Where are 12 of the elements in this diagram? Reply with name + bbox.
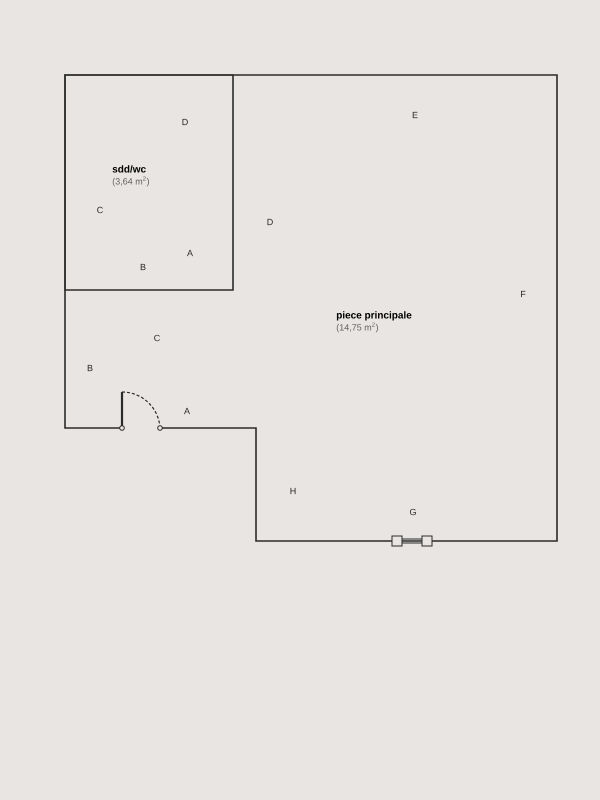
wall-letter: C xyxy=(154,334,160,342)
wall-letter: A xyxy=(187,250,193,256)
wall-letter: D xyxy=(268,218,273,226)
wall-letter: E xyxy=(412,112,418,118)
wall-letter: C xyxy=(97,206,103,214)
wall-letter: B xyxy=(140,264,146,270)
wall-letter: F xyxy=(521,290,526,298)
wall-letter: G xyxy=(410,508,416,516)
wall-letter: H xyxy=(290,488,296,494)
wall-letter: B xyxy=(88,364,93,372)
wall-letter: D xyxy=(182,118,188,126)
wall-letter: A xyxy=(184,408,190,414)
